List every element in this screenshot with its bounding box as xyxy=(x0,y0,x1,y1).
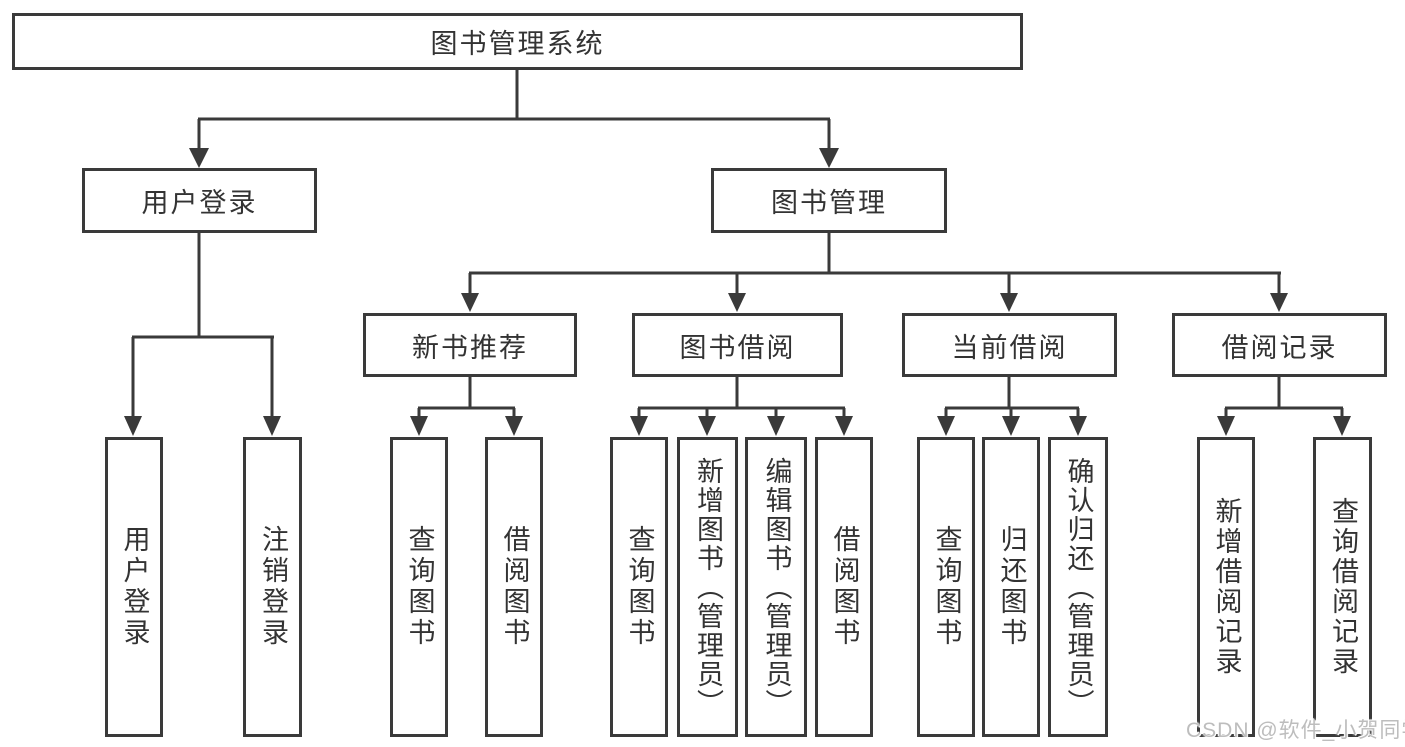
leaf-label: 注销登录 xyxy=(258,525,288,649)
csdn-watermark: CSDN @软件_小贺同学 xyxy=(1186,719,1405,742)
arrow-down-icon xyxy=(835,416,853,436)
leaf-label: 借阅图书 xyxy=(829,525,860,649)
node-book-borrow: 图书借阅 xyxy=(632,313,843,377)
leaf-confirm-return-admin: 确认归还（管理员） xyxy=(1048,437,1108,737)
leaf-user-login: 用户登录 xyxy=(105,437,163,737)
arrow-down-icon xyxy=(728,293,746,312)
leaf-borrow-book-recommend: 借阅图书 xyxy=(485,437,543,737)
connector-new-book-to-leaves xyxy=(417,376,516,418)
arrow-down-icon xyxy=(1069,416,1087,436)
arrow-down-icon xyxy=(698,416,716,436)
arrow-down-icon xyxy=(1333,416,1351,436)
node-borrow-record: 借阅记录 xyxy=(1172,313,1387,377)
leaf-label: 归还图书 xyxy=(996,525,1027,649)
arrow-down-icon xyxy=(630,416,648,436)
node-user-login-label: 用户登录 xyxy=(141,188,258,218)
node-root: 图书管理系统 xyxy=(12,13,1023,70)
leaf-return-book: 归还图书 xyxy=(982,437,1040,737)
leaf-add-book-admin: 新增图书（管理员） xyxy=(677,437,738,737)
leaf-label: 查询图书 xyxy=(404,525,435,649)
arrow-down-icon xyxy=(410,416,428,436)
node-book-borrow-label: 图书借阅 xyxy=(679,332,796,363)
arrow-down-icon xyxy=(1000,293,1018,312)
leaf-label: 查询图书 xyxy=(931,525,962,649)
leaf-label: 新增图书（管理员） xyxy=(693,456,723,718)
leaf-query-book-recommend: 查询图书 xyxy=(390,437,448,737)
node-book-mgmt-label: 图书管理 xyxy=(771,188,887,218)
node-user-login: 用户登录 xyxy=(82,168,317,233)
node-current-borrow-label: 当前借阅 xyxy=(951,332,1068,363)
leaf-label: 用户登录 xyxy=(119,525,150,649)
arrow-down-icon xyxy=(937,416,955,436)
arrow-down-icon xyxy=(819,148,839,168)
leaf-query-borrow-record: 查询借阅记录 xyxy=(1313,437,1372,737)
leaf-label: 借阅图书 xyxy=(499,525,530,649)
leaf-logout: 注销登录 xyxy=(243,437,302,737)
connector-book-borrow-to-leaves xyxy=(637,376,846,418)
leaf-query-book-current: 查询图书 xyxy=(917,437,975,737)
arrow-down-icon xyxy=(767,416,785,436)
arrow-down-icon xyxy=(124,416,142,436)
node-new-book-recommend: 新书推荐 xyxy=(363,313,577,377)
arrow-down-icon xyxy=(1002,416,1020,436)
node-book-mgmt: 图书管理 xyxy=(711,168,947,233)
node-current-borrow: 当前借阅 xyxy=(902,313,1117,377)
arrow-down-icon xyxy=(1270,293,1288,312)
arrowheads xyxy=(124,148,1351,436)
arrow-down-icon xyxy=(461,293,479,312)
connector-current-borrow-to-leaves xyxy=(944,376,1080,418)
connector-book-mgmt-to-level3 xyxy=(468,232,1281,295)
leaf-query-book-borrow: 查询图书 xyxy=(610,437,668,737)
leaf-edit-book-admin: 编辑图书（管理员） xyxy=(745,437,807,737)
leaf-label: 查询借阅记录 xyxy=(1328,497,1358,677)
node-root-label: 图书管理系统 xyxy=(430,29,605,59)
arrow-down-icon xyxy=(189,148,209,168)
leaf-label: 编辑图书（管理员） xyxy=(761,456,792,718)
arrow-down-icon xyxy=(505,416,523,436)
connector-user-login-to-leaves xyxy=(131,232,274,419)
leaf-label: 查询图书 xyxy=(624,525,655,649)
leaf-label: 确认归还（管理员） xyxy=(1063,456,1094,718)
arrow-down-icon xyxy=(1217,416,1235,436)
arrow-down-icon xyxy=(263,416,281,436)
connector-borrow-record-to-leaves xyxy=(1224,376,1344,418)
node-new-book-recommend-label: 新书推荐 xyxy=(412,332,528,363)
node-borrow-record-label: 借阅记录 xyxy=(1221,332,1338,363)
connector-root-to-level2 xyxy=(197,69,831,150)
leaf-add-borrow-record: 新增借阅记录 xyxy=(1197,437,1255,737)
leaf-label: 新增借阅记录 xyxy=(1211,497,1242,677)
leaf-borrow-book: 借阅图书 xyxy=(815,437,873,737)
